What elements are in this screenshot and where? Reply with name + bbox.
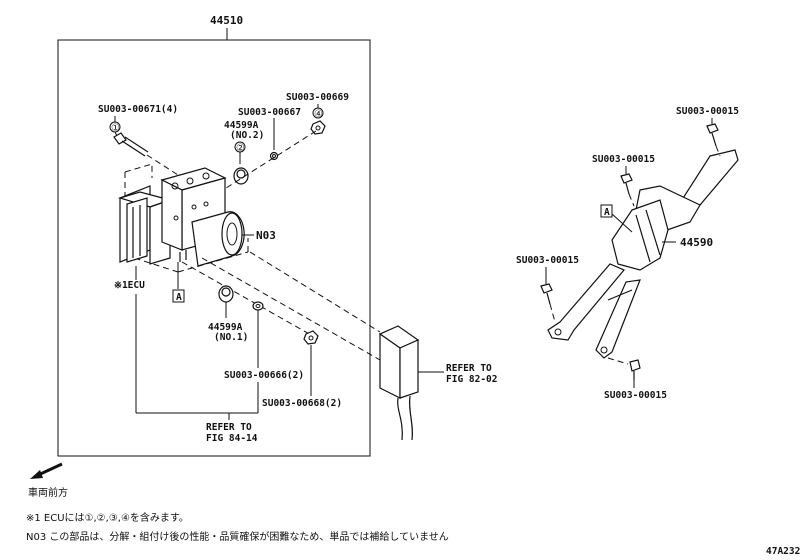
washer-top-label: SU003-00667 <box>238 107 301 118</box>
ecu-label: ※1ECU <box>114 280 145 291</box>
bolt-mid-right-icon: SU003-00015 <box>592 154 655 207</box>
bracket-label: 44590 <box>680 236 713 249</box>
harness-connector-icon <box>378 325 444 441</box>
bolt-mid-right-label: SU003-00015 <box>592 154 655 165</box>
footnote-1: ※1 ECUには①,②,③,④を含みます。 <box>26 511 189 524</box>
bolt-top-right-label: SU003-00015 <box>676 106 739 117</box>
washer-bottom-label: SU003-00666(2) <box>224 370 304 381</box>
damper-no2-sub: (NO.2) <box>230 130 264 141</box>
ref-a-right: A <box>604 207 610 218</box>
assembly-frame <box>57 28 371 457</box>
washer-bottom-icon <box>252 301 264 368</box>
damper-no2-icon: 44599A (NO.2) ② <box>224 120 264 185</box>
bracket-icon <box>547 149 739 359</box>
marker-1: ① <box>111 123 120 134</box>
ref-a-left: A <box>176 292 182 303</box>
refer-bottom-line1: REFER TO <box>206 422 252 433</box>
assembly-part-number: 44510 <box>210 14 243 27</box>
front-direction-arrow-icon <box>30 462 63 479</box>
refer-bottom-line2: FIG 84-14 <box>206 433 258 444</box>
marker-2: ② <box>236 143 245 154</box>
nut-top-icon: SU003-00669 ④ <box>286 92 349 135</box>
bolt-bottom-right-label: SU003-00015 <box>604 390 667 401</box>
actuator-label: N03 <box>256 229 276 242</box>
refer-right-line1: REFER TO <box>446 363 492 374</box>
figure-code: 47A232 <box>766 546 800 557</box>
washer-top-icon: SU003-00667 <box>238 107 301 161</box>
footnote-2: N03 この部品は、分解・組付け後の性能・品質確保が困難なため、単品では補給して… <box>26 530 449 543</box>
damper-no2-part: 44599A <box>224 120 259 131</box>
nut-top-label: SU003-00669 <box>286 92 349 103</box>
bolt-bottom-right-icon: SU003-00015 <box>604 357 667 401</box>
ref-a-left-box <box>172 289 185 303</box>
damper-no1-sub: (NO.1) <box>214 332 248 343</box>
bolt-icon: SU003-00671(4) ① <box>98 104 179 176</box>
nut-bottom-label: SU003-00668(2) <box>262 398 342 409</box>
damper-no1-part: 44599A <box>208 322 243 333</box>
refer-right-line2: FIG 82-02 <box>446 374 497 385</box>
bolt-left-right-label: SU003-00015 <box>516 255 579 266</box>
damper-no1-icon: 44599A (NO.1) <box>208 285 248 343</box>
abs-actuator <box>117 163 249 273</box>
ref-a-right-box <box>600 204 613 218</box>
nut-bottom-icon <box>303 330 319 396</box>
bolt-left-label: SU003-00671(4) <box>98 104 178 115</box>
bolt-top-right-icon: SU003-00015 <box>676 106 739 157</box>
front-direction-label: 車両前方 <box>28 486 68 499</box>
bolt-left-right-icon: SU003-00015 <box>516 255 579 323</box>
marker-4: ④ <box>314 109 323 120</box>
